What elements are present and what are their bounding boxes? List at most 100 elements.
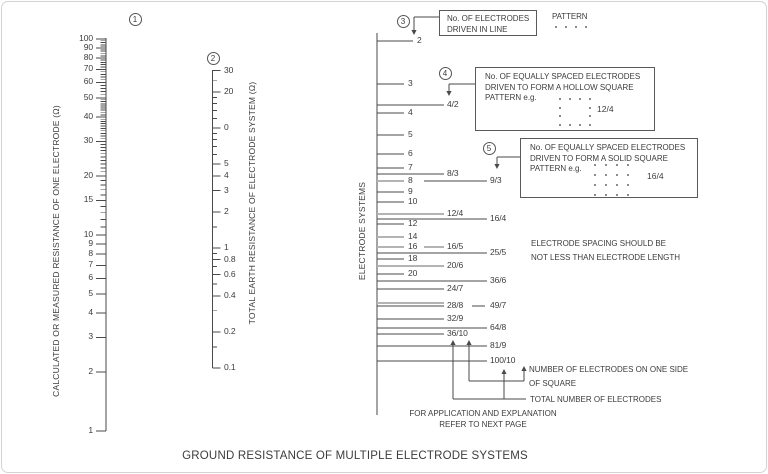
electrode-row-label: 8: [408, 175, 413, 185]
scale1-tick-label: 30: [83, 135, 93, 146]
scale1-axis-title: CALCULATED OR MEASURED RESISTANCE OF ONE…: [51, 105, 61, 397]
callout-3: 3: [396, 14, 410, 28]
hollow-square-example: 12/4: [597, 104, 614, 114]
electrode-dot: [569, 98, 572, 101]
solid-square-box-line3: PATTERN e.g.: [530, 164, 582, 173]
electrode-dot: [579, 123, 582, 126]
electrode-dot: [616, 174, 619, 177]
electrode-row-label: 3: [408, 78, 413, 88]
electrode-row-label: 8/3: [447, 168, 459, 178]
spacing-note-line2: NOT LESS THAN ELECTRODE LENGTH: [531, 253, 681, 262]
electrode-row-label: 64/8: [490, 322, 507, 332]
electrode-row-label: 12: [408, 218, 418, 228]
solid-square-example: 16/4: [647, 171, 664, 181]
footer-note: FOR APPLICATION AND EXPLANATION REFER TO…: [390, 408, 576, 430]
scale2-tick-label: 0.2: [224, 325, 236, 336]
pattern-legend-dot: [585, 26, 588, 29]
electrode-dot: [559, 115, 562, 118]
scale1-tick-label: 4: [88, 306, 93, 317]
electrode-dot: [594, 174, 597, 177]
electrode-row-label: 2: [417, 35, 422, 45]
electrode-dot: [589, 123, 592, 126]
scale1-tick-label: 5: [88, 288, 93, 298]
electrode-dot: [605, 164, 608, 167]
electrode-row-label: 12/4: [447, 208, 464, 218]
pattern-legend-label: PATTERN: [552, 12, 588, 21]
scale2-tick-label: 0.4: [224, 289, 236, 300]
scale2-tick-label: 1: [224, 242, 229, 252]
electrode-row-label: 20: [408, 268, 418, 278]
electrode-dot: [569, 123, 572, 126]
electrode-dot: [627, 184, 630, 187]
electrode-dot: [627, 174, 630, 177]
electrode-dot: [605, 184, 608, 187]
scale1-tick-label: 7: [88, 259, 93, 270]
electrode-row-label: 28/8: [447, 300, 464, 310]
line-electrodes-box: No. OF ELECTRODES DRIVEN IN LINE: [439, 10, 537, 36]
side-count-note-line2: OF SQUARE: [529, 379, 577, 388]
scale2-tick-label: 0: [224, 122, 229, 132]
solid-square-box-line1: No. OF EQUALLY SPACED ELECTRODES: [530, 143, 686, 152]
scale1-tick-label: 2: [88, 365, 93, 376]
electrode-row-label: 36/6: [490, 275, 507, 285]
scale1-tick-label: 20: [83, 169, 93, 180]
electrode-dot: [559, 123, 562, 126]
electrode-row-label: 16/5: [447, 241, 464, 251]
scale2-tick-label: 30: [224, 64, 234, 75]
scale1-tick-label: 40: [83, 110, 93, 121]
callout-2: 2: [206, 51, 220, 65]
scale1-tick-label: 50: [83, 92, 93, 102]
scale2-tick-label: 2: [224, 205, 229, 216]
electrode-row-label: 36/10: [447, 328, 468, 338]
electrode-dot: [627, 164, 630, 167]
electrode-dot: [579, 98, 582, 101]
electrode-row-label: 9/3: [490, 175, 502, 185]
electrode-row-label: 4: [408, 107, 413, 117]
scale2-tick-label: 20: [224, 85, 234, 96]
electrode-dot: [605, 194, 608, 197]
pattern-legend-dot: [575, 26, 578, 29]
scale2-axis-title: TOTAL EARTH RESISTANCE OF ELECTRODE SYST…: [247, 81, 257, 325]
electrode-dot: [559, 106, 562, 109]
scale2-tick-label: 0.8: [224, 253, 236, 264]
scale1-tick-label: 80: [83, 51, 93, 62]
scale2-tick-label: 3: [224, 184, 229, 195]
scale1-tick-label: 90: [83, 41, 93, 52]
line-electrodes-box-line1: No. OF ELECTRODES: [447, 14, 530, 23]
electrode-dot: [616, 164, 619, 167]
electrode-row-label: 24/7: [447, 283, 464, 293]
hollow-square-box: No. OF EQUALLY SPACED ELECTRODES DRIVEN …: [475, 67, 655, 131]
scale2-tick-label: 0.1: [224, 362, 236, 372]
pattern-legend-dot: [565, 26, 568, 29]
electrode-dot: [616, 194, 619, 197]
electrode-row-label: 16: [408, 241, 418, 251]
electrode-row-label: 25/5: [490, 247, 507, 257]
scale1-tick-label: 70: [83, 63, 93, 74]
scale1-tick-label: 100: [79, 33, 93, 43]
scale1-tick-label: 15: [83, 194, 93, 205]
scale3-axis-title: ELECTRODE SYSTEMS: [357, 181, 367, 281]
callout-4: 4: [438, 66, 452, 80]
electrode-row-label: 6: [408, 148, 413, 158]
electrode-row-label: 100/10: [490, 355, 516, 365]
electrode-row-label: 9: [408, 186, 413, 196]
electrode-dot: [594, 164, 597, 167]
total-count-note: TOTAL NUMBER OF ELECTRODES: [530, 395, 662, 404]
electrode-dot: [559, 98, 562, 101]
electrode-row-label: 16/4: [490, 213, 507, 223]
scale2-tick-label: 4: [224, 169, 229, 180]
hollow-square-box-line3: PATTERN e.g.: [485, 93, 537, 102]
electrode-row-label: 14: [408, 231, 418, 241]
footer-note-line1: FOR APPLICATION AND EXPLANATION: [409, 409, 557, 418]
electrode-row-label: 81/9: [490, 340, 507, 350]
figure-title: GROUND RESISTANCE OF MULTIPLE ELECTRODE …: [182, 450, 528, 462]
footer-note-line2: REFER TO NEXT PAGE: [439, 420, 527, 429]
electrode-dot: [616, 184, 619, 187]
electrode-row-label: 7: [408, 162, 413, 172]
scale1-tick-label: 6: [88, 272, 93, 283]
electrode-dot: [589, 98, 592, 101]
electrode-row-label: 18: [408, 253, 418, 263]
electrode-dot: [605, 174, 608, 177]
